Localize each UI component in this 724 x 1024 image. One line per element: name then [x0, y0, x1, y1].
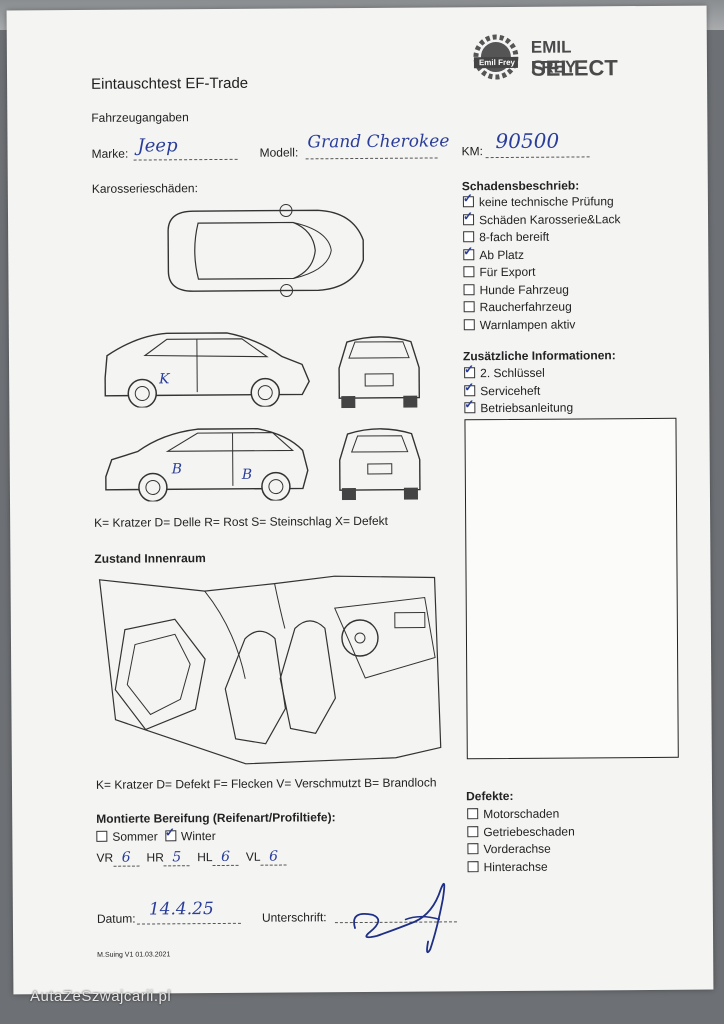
- defect-item[interactable]: Vorderachse: [467, 842, 575, 860]
- defect-checkbox[interactable]: [467, 860, 479, 872]
- make-value: Jeep: [137, 135, 178, 157]
- watermark: AutaZeSzwajcarii.pl: [30, 988, 172, 1005]
- car-side-view-left-diagram: [104, 332, 310, 408]
- body-mark-b-front: B: [241, 466, 253, 483]
- summer-label: Sommer: [112, 829, 158, 844]
- damage-checkbox[interactable]: [463, 248, 475, 260]
- tire-type-row: Sommer Winter: [96, 829, 216, 844]
- vehicle-section-title: Fahrzeugangaben: [91, 110, 189, 125]
- extra-item-label: 2. Schlüssel: [480, 365, 545, 381]
- vl-label: VL: [245, 849, 261, 864]
- hl-label: HL: [197, 850, 213, 865]
- defect-checkbox[interactable]: [467, 808, 479, 820]
- damage-item[interactable]: Ab Platz: [463, 247, 621, 266]
- gear-logo-icon: [473, 34, 519, 80]
- defect-item-label: Getriebeschaden: [483, 824, 575, 839]
- hr-label: HR: [146, 850, 164, 865]
- extra-checkbox[interactable]: [464, 367, 476, 379]
- emil-frey-logo: Emil Frey EMIL FREY SELECT: [469, 30, 619, 81]
- vl-value[interactable]: 6: [260, 848, 287, 866]
- damage-section-title: Schadensbeschrieb:: [461, 178, 580, 194]
- logo-badge-text: Emil Frey: [478, 57, 515, 68]
- summer-checkbox[interactable]: [96, 830, 108, 842]
- make-label: Marke:: [91, 146, 129, 161]
- hl-value[interactable]: 6: [212, 848, 239, 867]
- defect-item[interactable]: Hinterachse: [467, 859, 576, 877]
- defect-item[interactable]: Motorschaden: [467, 807, 575, 825]
- damage-checklist: keine technische Prüfung Schäden Karosse…: [462, 194, 622, 336]
- handwritten-signature: [353, 882, 446, 954]
- damage-item-label: Hunde Fahrzeug: [479, 282, 569, 297]
- damage-checkbox[interactable]: [463, 213, 475, 225]
- damage-item[interactable]: 8-fach bereift: [463, 229, 621, 248]
- damage-checkbox[interactable]: [463, 301, 475, 313]
- defects-section-title: Defekte:: [466, 788, 514, 804]
- winter-label: Winter: [180, 829, 216, 844]
- car-rear-view-diagram: [339, 428, 421, 501]
- defect-item-label: Motorschaden: [483, 806, 560, 822]
- car-top-view-diagram: [167, 204, 365, 298]
- km-label: KM:: [461, 144, 483, 159]
- damage-item[interactable]: Für Export: [463, 264, 621, 283]
- damage-item[interactable]: keine technische Prüfung: [462, 194, 621, 213]
- model-value: Grand Cherokee: [307, 131, 450, 153]
- car-side-view-right-diagram: [105, 428, 309, 502]
- damage-item[interactable]: Warnlampen aktiv: [463, 316, 622, 336]
- extra-checkbox[interactable]: [464, 402, 476, 414]
- extra-info-checklist: 2. Schlüssel Serviceheft Betriebsanleitu…: [464, 366, 573, 419]
- extra-info-title: Zusätzliche Informationen:: [462, 348, 616, 364]
- vr-value[interactable]: 6: [113, 849, 140, 867]
- damage-item-label: keine technische Prüfung: [478, 194, 614, 210]
- extra-item[interactable]: 2. Schlüssel: [464, 366, 573, 384]
- body-mark-k: K: [159, 371, 170, 388]
- extra-checkbox[interactable]: [464, 384, 476, 396]
- defect-item[interactable]: Getriebeschaden: [467, 824, 575, 842]
- damage-checkbox[interactable]: [463, 318, 475, 330]
- body-mark-b-rear: B: [171, 461, 183, 478]
- hr-value[interactable]: 5: [163, 849, 190, 867]
- damage-checkbox[interactable]: [463, 266, 475, 278]
- defect-checkbox[interactable]: [467, 843, 479, 855]
- damage-checkbox[interactable]: [463, 283, 475, 295]
- defect-item-label: Hinterachse: [483, 859, 548, 874]
- damage-item[interactable]: Schäden Karosserie&Lack: [463, 212, 621, 231]
- damage-item-label: Ab Platz: [479, 247, 525, 262]
- winter-checkbox[interactable]: [164, 830, 177, 842]
- document-page: Emil Frey EMIL FREY SELECT Eintauschtest…: [6, 5, 714, 995]
- extra-item[interactable]: Betriebsanleitung: [464, 401, 573, 419]
- extra-item-label: Betriebsanleitung: [480, 400, 574, 416]
- defect-item-label: Vorderachse: [483, 841, 551, 857]
- damage-item[interactable]: Raucherfahrzeug: [463, 299, 622, 318]
- interior-damage-legend: K= Kratzer D= Defekt F= Flecken V= Versc…: [95, 775, 437, 792]
- car-front-view-diagram: [338, 336, 420, 409]
- defects-checklist: Motorschaden Getriebeschaden Vorderachse…: [467, 807, 575, 878]
- damage-item-label: Raucherfahrzeug: [479, 299, 572, 315]
- body-section-title: Karosserieschäden:: [91, 181, 198, 196]
- damage-checkbox[interactable]: [462, 196, 474, 208]
- interior-diagram: [98, 575, 442, 765]
- damage-item-label: Für Export: [479, 264, 536, 280]
- body-damage-legend: K= Kratzer D= Delle R= Rost S= Steinschl…: [94, 513, 389, 530]
- interior-section-title: Zustand Innenraum: [94, 551, 206, 566]
- signature-label: Unterschrift:: [261, 910, 327, 925]
- damage-item-label: Warnlampen aktiv: [479, 316, 576, 332]
- vr-label: VR: [96, 850, 114, 865]
- notes-box[interactable]: [464, 417, 679, 760]
- model-label: Modell:: [259, 145, 299, 160]
- tires-section-title: Montierte Bereifung (Reifenart/Profiltie…: [96, 810, 336, 826]
- km-value: 90500: [495, 128, 560, 154]
- damage-item-label: 8-fach bereift: [479, 229, 550, 245]
- brand-bottom: SELECT: [530, 55, 618, 81]
- damage-checkbox[interactable]: [463, 231, 475, 243]
- defect-checkbox[interactable]: [467, 825, 479, 837]
- extra-item-label: Serviceheft: [480, 383, 541, 398]
- date-label: Datum:: [96, 911, 136, 926]
- form-version: M.Suing V1 01.03.2021: [97, 951, 171, 959]
- damage-item[interactable]: Hunde Fahrzeug: [463, 282, 621, 301]
- damage-item-label: Schäden Karosserie&Lack: [478, 211, 621, 227]
- extra-item[interactable]: Serviceheft: [464, 383, 573, 401]
- date-value: 14.4.25: [148, 899, 214, 920]
- page-title: Eintauschtest EF-Trade: [91, 74, 249, 93]
